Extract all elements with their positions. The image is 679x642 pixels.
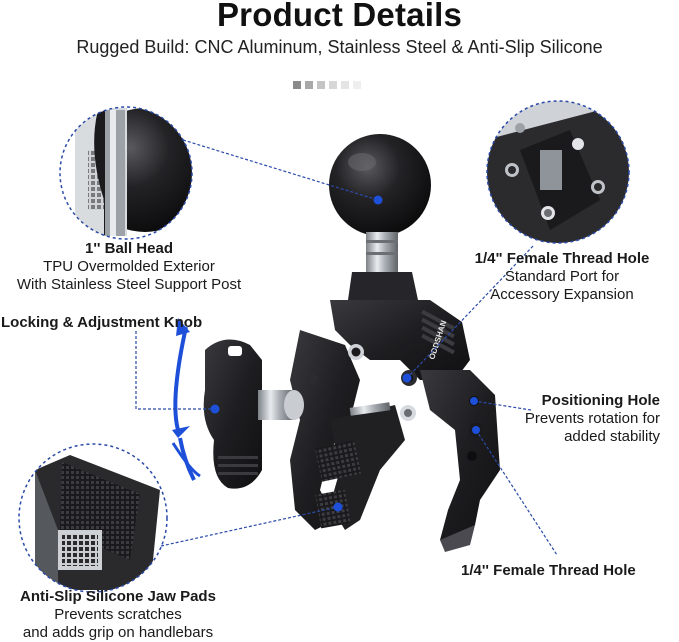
rotation-arrow-icon <box>171 326 201 481</box>
callout-positioning-hole: Positioning Hole Prevents rotation for a… <box>480 392 660 446</box>
callout-title: 1/4'' Female Thread Hole <box>461 562 636 579</box>
callout-line: Prevents rotation for <box>524 410 660 427</box>
callout-line: and adds grip on handlebars <box>22 624 214 641</box>
callout-line: TPU Overmolded Exterior <box>43 258 215 275</box>
callout-title: 1'' Ball Head <box>84 240 173 257</box>
zoom-jaw-pads <box>18 443 168 593</box>
callout-line: Standard Port for <box>504 268 620 285</box>
callout-jaw-pads: Anti-Slip Silicone Jaw Pads Prevents scr… <box>0 588 236 642</box>
callout-line: added stability <box>564 428 660 445</box>
page-subtitle: Rugged Build: CNC Aluminum, Stainless St… <box>76 37 603 57</box>
zoom-ball-cutaway <box>59 106 193 240</box>
callout-title: Positioning Hole <box>541 392 660 409</box>
callout-line: With Stainless Steel Support Post <box>16 276 242 293</box>
callout-thread-hole-bottom: 1/4'' Female Thread Hole <box>461 562 636 580</box>
callout-line: Accessory Expansion <box>490 286 634 303</box>
callout-line: Prevents scratches <box>54 606 182 623</box>
callout-title: Anti-Slip Silicone Jaw Pads <box>20 588 216 605</box>
zoom-thread-holes <box>486 100 630 244</box>
carousel-indicator <box>293 81 361 89</box>
callout-dots <box>210 195 480 512</box>
callout-title: Locking & Adjustment Knob <box>1 314 203 331</box>
callout-title: 1/4" Female Thread Hole <box>474 250 650 267</box>
callout-knob: Locking & Adjustment Knob <box>1 314 202 332</box>
callout-thread-hole-top: 1/4" Female Thread Hole Standard Port fo… <box>446 250 678 304</box>
callout-leaders <box>135 139 558 556</box>
callout-ball-head: 1'' Ball Head TPU Overmolded Exterior Wi… <box>0 240 258 294</box>
clamp-mount <box>203 134 500 552</box>
page-title: Product Details <box>216 0 463 33</box>
